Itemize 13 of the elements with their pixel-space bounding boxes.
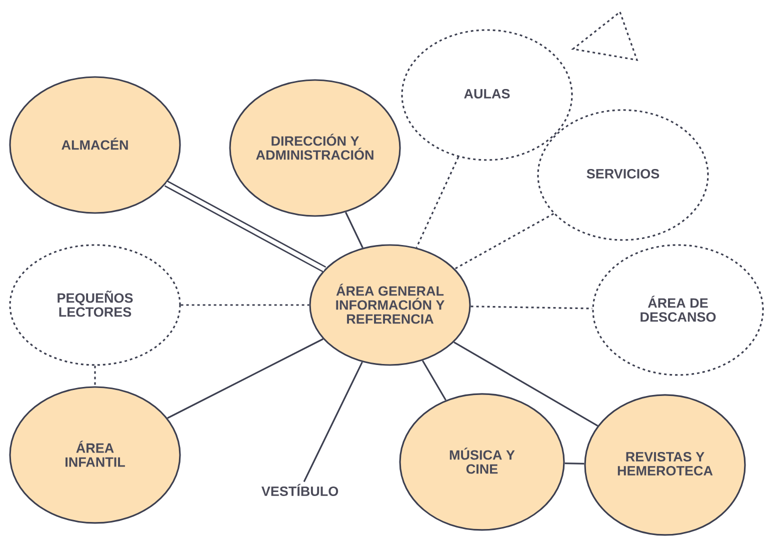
connector-line (454, 341, 598, 427)
connector-line (422, 360, 446, 401)
connector-line (564, 462, 584, 464)
connector-line (94, 366, 96, 386)
connector-line (470, 306, 592, 310)
connector-line (454, 213, 554, 270)
connector-line (416, 156, 460, 248)
connector-line (167, 338, 324, 419)
connector-line (180, 304, 310, 306)
connector-line (344, 212, 364, 248)
connector-line (303, 362, 363, 482)
area-label: VESTÍBULO (261, 484, 338, 496)
connector-line (164, 180, 326, 272)
